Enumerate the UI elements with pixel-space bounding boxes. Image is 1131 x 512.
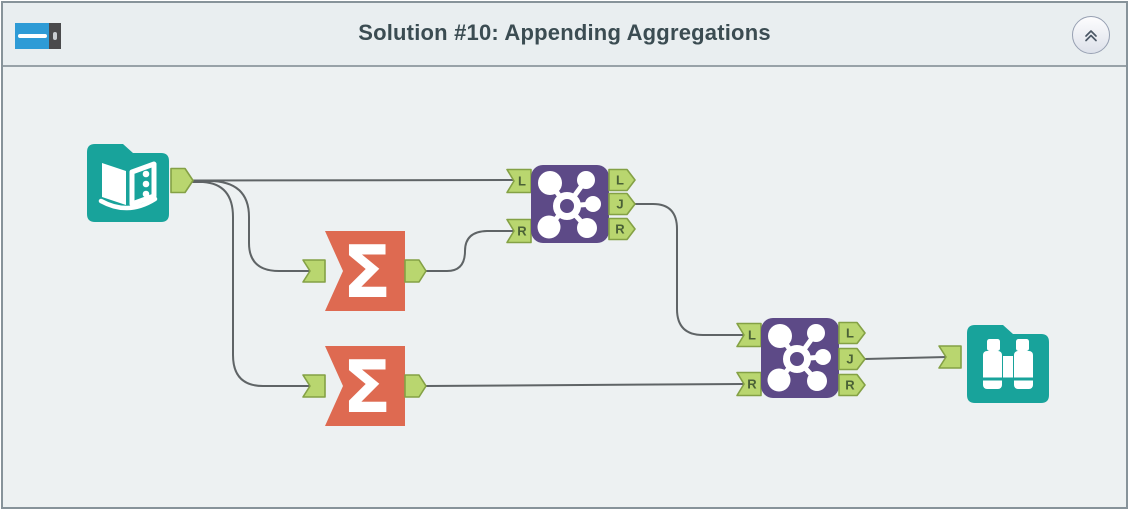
summarize-body[interactable] <box>325 231 405 311</box>
wire-join2-J-to-browse[interactable] <box>864 356 948 360</box>
output-anchor-L[interactable] <box>838 321 866 345</box>
port-label-L: L <box>518 174 526 189</box>
chevron-double-up-icon <box>1085 30 1097 42</box>
input-data-tool[interactable] <box>87 144 194 222</box>
wire-summarize2-to-join2-R[interactable] <box>425 383 744 387</box>
input-anchor-L[interactable] <box>736 322 762 348</box>
summarize-body[interactable] <box>325 346 405 426</box>
container-titlebar: Solution #10: Appending Aggregations <box>3 3 1126 67</box>
open-book-icon <box>98 161 158 211</box>
collapse-button[interactable] <box>1072 16 1110 54</box>
summarize-tool-1[interactable]: Σ <box>302 230 427 314</box>
container-title: Solution #10: Appending Aggregations <box>358 20 771 45</box>
wire-input-to-summarize2[interactable] <box>192 181 312 387</box>
container-toggle-icon[interactable] <box>15 23 61 49</box>
output-anchor[interactable] <box>404 259 427 283</box>
wire-summarize1-to-join1-R[interactable] <box>425 230 514 272</box>
port-label-R: R <box>845 378 855 393</box>
port-label-R: R <box>615 222 625 237</box>
wire-input-to-summarize1[interactable] <box>192 180 312 272</box>
input-anchor[interactable] <box>302 374 326 398</box>
workflow-canvas[interactable]: Σ Σ L R <box>3 67 1126 505</box>
input-data-body[interactable] <box>87 144 169 222</box>
port-label-L: L <box>846 326 854 341</box>
browse-tool[interactable] <box>938 325 1049 403</box>
join-tool-1[interactable]: L R <box>506 165 636 244</box>
sigma-icon: Σ <box>342 345 391 429</box>
output-anchor[interactable] <box>170 167 194 194</box>
port-label-R: R <box>517 224 527 239</box>
port-label-L: L <box>616 173 624 188</box>
wire-join1-J-to-join2-L[interactable] <box>634 203 746 336</box>
input-anchor[interactable] <box>302 259 326 283</box>
port-label-R: R <box>747 377 757 392</box>
molecule-icon <box>537 171 601 239</box>
output-anchor-J[interactable] <box>838 347 866 371</box>
input-anchor-L[interactable] <box>506 168 532 194</box>
output-anchor-R[interactable] <box>608 217 636 241</box>
port-label-L: L <box>748 328 756 343</box>
summarize-tool-2[interactable]: Σ <box>302 345 427 429</box>
binoculars-icon <box>981 339 1035 389</box>
output-anchor-L[interactable] <box>608 168 636 192</box>
input-anchor-R[interactable] <box>506 218 532 244</box>
port-label-J: J <box>616 197 623 212</box>
input-anchor[interactable] <box>938 345 962 369</box>
output-anchor-J[interactable] <box>608 192 636 216</box>
wire-input-to-join1-L[interactable] <box>192 179 514 182</box>
input-anchor-R[interactable] <box>736 371 762 397</box>
sigma-icon: Σ <box>342 230 391 314</box>
molecule-icon <box>767 324 831 392</box>
output-anchor-R[interactable] <box>838 373 866 397</box>
port-label-J: J <box>846 352 853 367</box>
join-tool-2[interactable]: L R <box>736 318 866 398</box>
output-anchor[interactable] <box>404 374 427 398</box>
